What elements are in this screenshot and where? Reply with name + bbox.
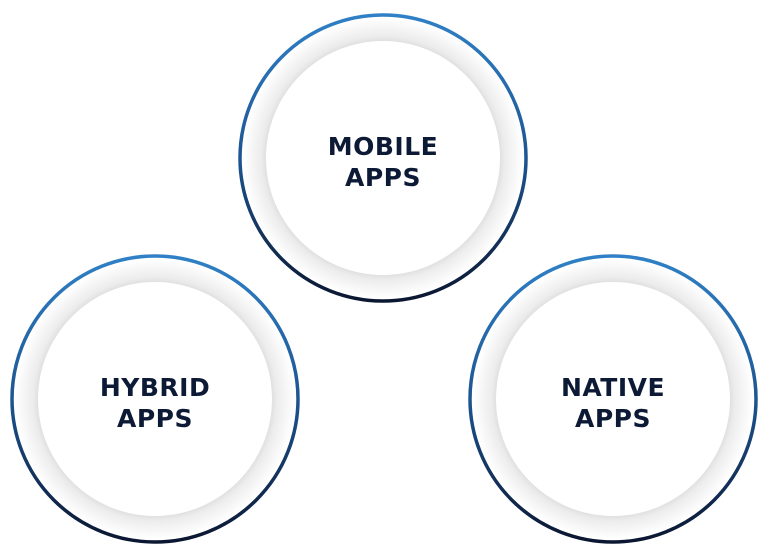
node-label-line2: APPS [575,404,651,433]
node-label-line2: APPS [117,404,193,433]
inner-disc [266,41,500,275]
inner-disc [38,282,272,516]
node-label-line2: APPS [345,163,421,192]
node-label-line1: MOBILE [328,132,439,161]
node-mobile-apps: MOBILE APPS [238,13,528,303]
node-native-apps: NATIVE APPS [468,254,758,544]
node-label-line1: NATIVE [561,373,665,402]
node-hybrid-apps: HYBRID APPS [10,254,300,544]
node-label-line1: HYBRID [100,373,210,402]
inner-disc [496,282,730,516]
